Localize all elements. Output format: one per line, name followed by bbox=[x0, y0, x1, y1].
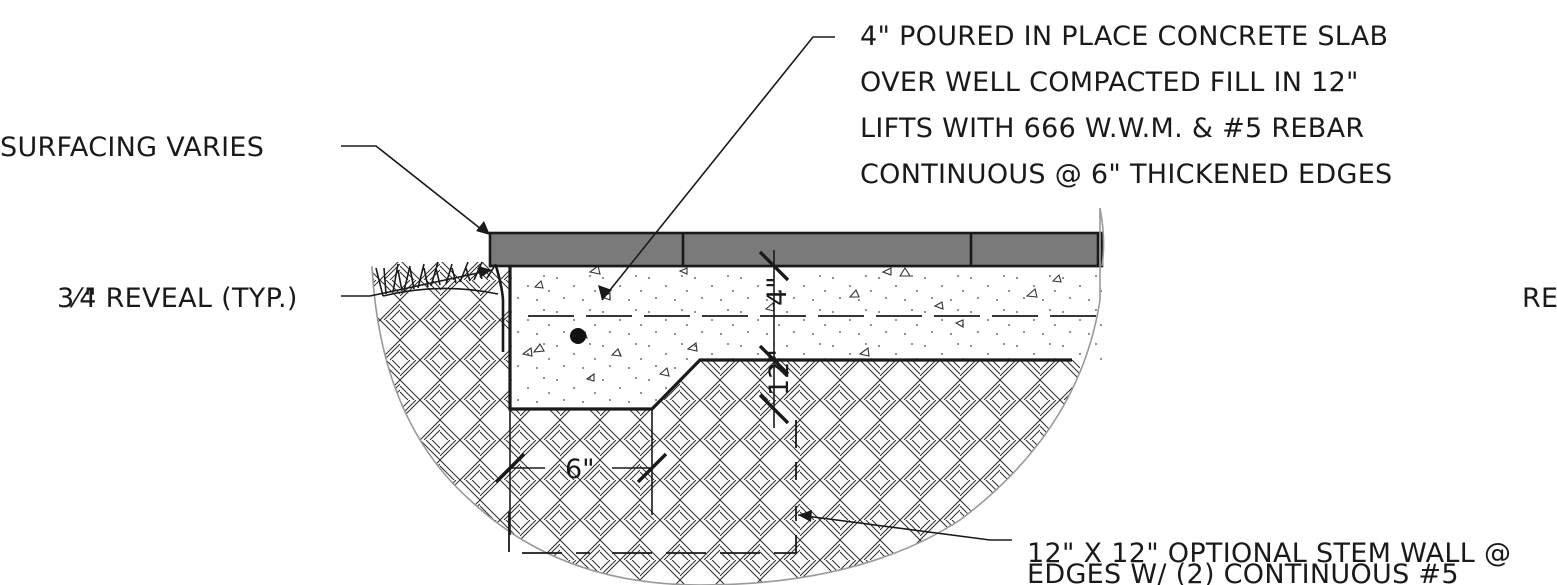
slab-note-line-3: LIFTS WITH 666 W.W.M. & #5 REBAR bbox=[860, 113, 1364, 144]
slab-note-line-1: 4" POURED IN PLACE CONCRETE SLAB bbox=[860, 21, 1388, 52]
slab-note-line-2: OVER WELL COMPACTED FILL IN 12" bbox=[860, 67, 1359, 98]
rebar-dot bbox=[570, 328, 586, 344]
reveal-note-text: " REVEAL (TYP.) bbox=[84, 283, 298, 314]
surfacing-note: SURFACING VARIES bbox=[0, 132, 264, 163]
stem-note-line-1: 12" X 12" OPTIONAL STEM WALL @ bbox=[1027, 538, 1511, 569]
dim-6in-label: 6" bbox=[565, 454, 595, 485]
stem-note-line-2: EDGES W/ (2) CONTINUOUS #5 bbox=[1027, 559, 1459, 585]
dim-4in-label: 4" bbox=[762, 276, 793, 306]
stem-wall-note: 12" X 12" OPTIONAL STEM WALL @ EDGES W/ … bbox=[1027, 538, 1511, 585]
dim-12in-label: 12" bbox=[764, 349, 795, 396]
dimension-vertical: 4" 12" bbox=[758, 250, 795, 428]
concrete-aggregate bbox=[521, 265, 1062, 382]
surfacing-pavers bbox=[488, 231, 1104, 268]
slab-note-line-4: CONTINUOUS @ 6" THICKENED EDGES bbox=[860, 159, 1393, 190]
reveal-edge bbox=[382, 264, 505, 352]
slab-note: 4" POURED IN PLACE CONCRETE SLAB OVER WE… bbox=[860, 21, 1393, 190]
reveal-note-fraction: 3⁄4 bbox=[57, 283, 97, 314]
reveal-note: 3⁄4 " REVEAL (TYP.) bbox=[57, 283, 298, 314]
dimension-6in: 6" bbox=[494, 409, 668, 535]
optional-stem-wall-outline bbox=[508, 420, 797, 554]
leader-lines bbox=[341, 36, 1012, 541]
right-note-fragment: RE bbox=[1522, 283, 1557, 314]
